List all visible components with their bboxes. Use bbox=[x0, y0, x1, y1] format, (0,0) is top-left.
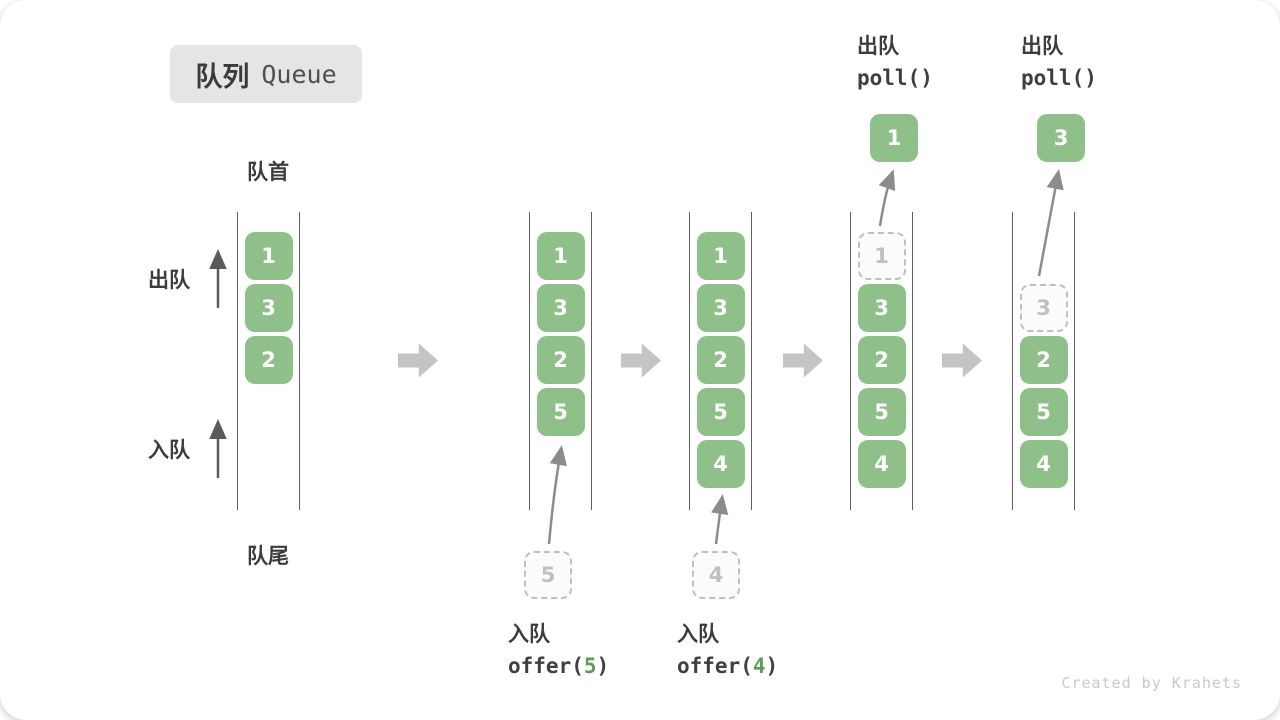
offer-fn: offer( bbox=[677, 654, 753, 678]
title-en: Queue bbox=[261, 59, 337, 89]
queue-block: 5 bbox=[857, 388, 906, 436]
queue-block: 1 bbox=[696, 232, 745, 280]
poll-operation-1: 出队 poll() bbox=[857, 30, 933, 94]
queue-block: 2 bbox=[1019, 336, 1068, 384]
transition-arrow-icon bbox=[942, 343, 982, 378]
queue-block: 5 bbox=[536, 388, 585, 436]
queue-block: 2 bbox=[857, 336, 906, 384]
offer-operation-5: 入队 offer(5) bbox=[508, 618, 609, 682]
transition-arrow-icon bbox=[783, 343, 823, 378]
title-badge: 队列 Queue bbox=[170, 45, 362, 103]
label-enqueue: 入队 bbox=[148, 438, 190, 462]
label-queue-front: 队首 bbox=[247, 160, 289, 184]
queue-block: 4 bbox=[857, 440, 906, 488]
removed-block-ghost: 3 bbox=[1019, 284, 1068, 332]
queue-block: 3 bbox=[696, 284, 745, 332]
queue-block: 3 bbox=[857, 284, 906, 332]
title-zh: 队列 bbox=[195, 61, 250, 93]
queue-state-2: 1 3 2 5 bbox=[529, 212, 592, 510]
queue-block: 5 bbox=[696, 388, 745, 436]
polled-block: 3 bbox=[1037, 114, 1085, 162]
poll-label: 出队 bbox=[857, 34, 899, 58]
queue-state-5: 3 2 5 4 bbox=[1012, 212, 1075, 510]
offer-code: offer(5) bbox=[508, 650, 609, 682]
pending-block: 4 bbox=[692, 551, 740, 599]
offer-close: ) bbox=[765, 654, 779, 678]
label-queue-rear: 队尾 bbox=[247, 544, 289, 568]
watermark: Created by Krahets bbox=[1061, 674, 1242, 692]
label-dequeue: 出队 bbox=[148, 268, 190, 292]
queue-block: 2 bbox=[536, 336, 585, 384]
poll-code: poll() bbox=[857, 66, 933, 90]
queue-block: 3 bbox=[536, 284, 585, 332]
transition-arrow-icon bbox=[398, 343, 438, 378]
queue-block: 5 bbox=[1019, 388, 1068, 436]
offer-fn: offer( bbox=[508, 654, 584, 678]
pending-block: 5 bbox=[524, 551, 572, 599]
queue-state-3: 1 3 2 5 4 bbox=[689, 212, 752, 510]
offer-label: 入队 bbox=[677, 622, 719, 646]
queue-block: 1 bbox=[244, 232, 293, 280]
queue-block: 2 bbox=[244, 336, 293, 384]
queue-state-1: 1 3 2 bbox=[237, 212, 300, 510]
queue-block: 4 bbox=[696, 440, 745, 488]
queue-state-4: 1 3 2 5 4 bbox=[850, 212, 913, 510]
polled-block: 1 bbox=[870, 114, 918, 162]
queue-block: 3 bbox=[244, 284, 293, 332]
offer-arg: 5 bbox=[583, 654, 597, 678]
queue-block: 4 bbox=[1019, 440, 1068, 488]
offer-operation-4: 入队 offer(4) bbox=[677, 618, 778, 682]
offer-code: offer(4) bbox=[677, 650, 778, 682]
queue-block: 2 bbox=[696, 336, 745, 384]
poll-operation-2: 出队 poll() bbox=[1021, 30, 1097, 94]
offer-arg: 4 bbox=[752, 654, 766, 678]
queue-block: 1 bbox=[536, 232, 585, 280]
offer-label: 入队 bbox=[508, 622, 550, 646]
poll-code: poll() bbox=[1021, 66, 1097, 90]
poll-label: 出队 bbox=[1021, 34, 1063, 58]
transition-arrow-icon bbox=[621, 343, 661, 378]
offer-close: ) bbox=[596, 654, 610, 678]
removed-block-ghost: 1 bbox=[857, 232, 906, 280]
